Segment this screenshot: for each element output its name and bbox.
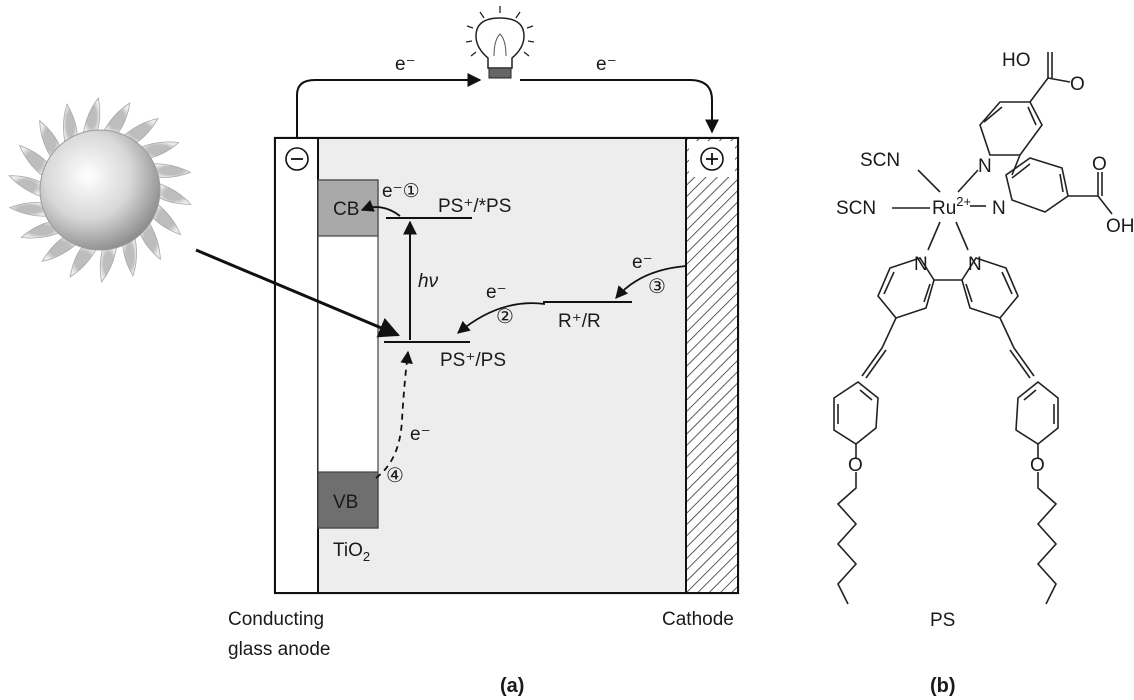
n-right-bpy-label: N: [968, 254, 982, 275]
injection-arrow: [360, 199, 401, 217]
sun-ray: [102, 102, 131, 135]
sun-ray: [39, 119, 61, 159]
sun-ray: [8, 202, 49, 217]
pyridine-ring-top: [979, 101, 1043, 156]
o-right-ether-label: O: [1030, 455, 1045, 476]
step1-label: e⁻①: [382, 181, 420, 202]
cathode-label: Cathode: [662, 609, 734, 630]
sun-ray: [138, 141, 180, 159]
sun-ray: [151, 163, 192, 178]
scn-label-1: SCN: [860, 150, 900, 171]
sun-ray: [122, 235, 137, 277]
alkyl-chain-left: [836, 472, 858, 605]
lightbulb-icon: [465, 6, 535, 79]
ho-label: HO: [1002, 50, 1031, 71]
ps-molecule-label: PS: [930, 610, 955, 631]
step3-electron: e⁻: [632, 252, 653, 273]
ru-label: Ru2+: [932, 194, 971, 219]
phenyl-ring-left: [833, 381, 879, 445]
sun-ray: [63, 103, 78, 145]
n-right-label: N: [992, 198, 1006, 219]
external-circuit: [296, 73, 482, 138]
tio2-label: TiO2: [333, 540, 370, 564]
step2-number: ②: [496, 306, 514, 328]
ps-excited-label: PS⁺/*PS: [438, 196, 511, 217]
electron-label-right: e⁻: [596, 54, 617, 75]
redox-label: R⁺/R: [558, 311, 601, 332]
phenyl-ring-right: [1015, 380, 1059, 445]
oh-label: OH: [1106, 216, 1134, 237]
alkyl-chain-right: [1036, 472, 1058, 605]
anode-label-line1: Conducting: [228, 609, 324, 630]
cathode-sign: ⊕: [0, 0, 1, 1]
cathode-electrode: [685, 137, 739, 594]
sun-ray: [139, 221, 161, 261]
panel-a: CB VB TiO2 ⊖ ⊕ e⁻ e⁻: [0, 0, 740, 697]
sun-ray: [41, 235, 78, 263]
o-mid-label: O: [1092, 154, 1107, 175]
sun-ray: [157, 182, 192, 205]
n-top-label: N: [978, 156, 992, 177]
sun-ray: [99, 245, 118, 283]
cathode-reduction-arrow: [615, 265, 687, 299]
cb-label: CB: [333, 199, 359, 220]
tio2-column: [317, 179, 379, 529]
panel-b-labels: HO O SCN SCN N Ru2+ N O OH N N O O PS (b…: [836, 50, 1134, 697]
electrolyte-region: [318, 139, 686, 592]
n-left-bpy-label: N: [914, 254, 928, 275]
o-left-ether-label: O: [848, 455, 863, 476]
sun-ray: [82, 97, 101, 135]
ps-ground-label: PS⁺/PS: [440, 350, 506, 371]
step4-number: ④: [386, 465, 404, 487]
vb-label: VB: [333, 492, 358, 513]
vb-box: [317, 471, 379, 529]
step4-electron: e⁻: [410, 424, 431, 445]
recombination-arrow: [375, 350, 413, 479]
hv-label: hν: [418, 271, 439, 292]
sun-ray: [18, 144, 49, 178]
o-top-label: O: [1070, 74, 1085, 95]
caption-b: (b): [930, 675, 956, 697]
sun-ray: [151, 202, 182, 236]
anode-sign: ⊖: [0, 0, 1, 1]
scn-label-2: SCN: [836, 198, 876, 219]
sun-ray: [69, 245, 98, 278]
regeneration-arrow: [457, 302, 546, 334]
pyridine-ring-middle: [1005, 157, 1069, 213]
sun-icon: [8, 97, 192, 283]
sun-ray: [20, 221, 62, 239]
step2-electron: e⁻: [486, 282, 507, 303]
caption-a: (a): [500, 675, 524, 697]
electron-label-left: e⁻: [395, 54, 416, 75]
panel-b: [833, 52, 1113, 605]
sunlight-arrow: [195, 248, 400, 338]
sun-ray: [122, 117, 159, 145]
sun-ray: [8, 175, 43, 198]
anode-glass: [274, 137, 319, 594]
step3-number: ③: [648, 276, 666, 298]
anode-label-line2: glass anode: [228, 639, 330, 660]
